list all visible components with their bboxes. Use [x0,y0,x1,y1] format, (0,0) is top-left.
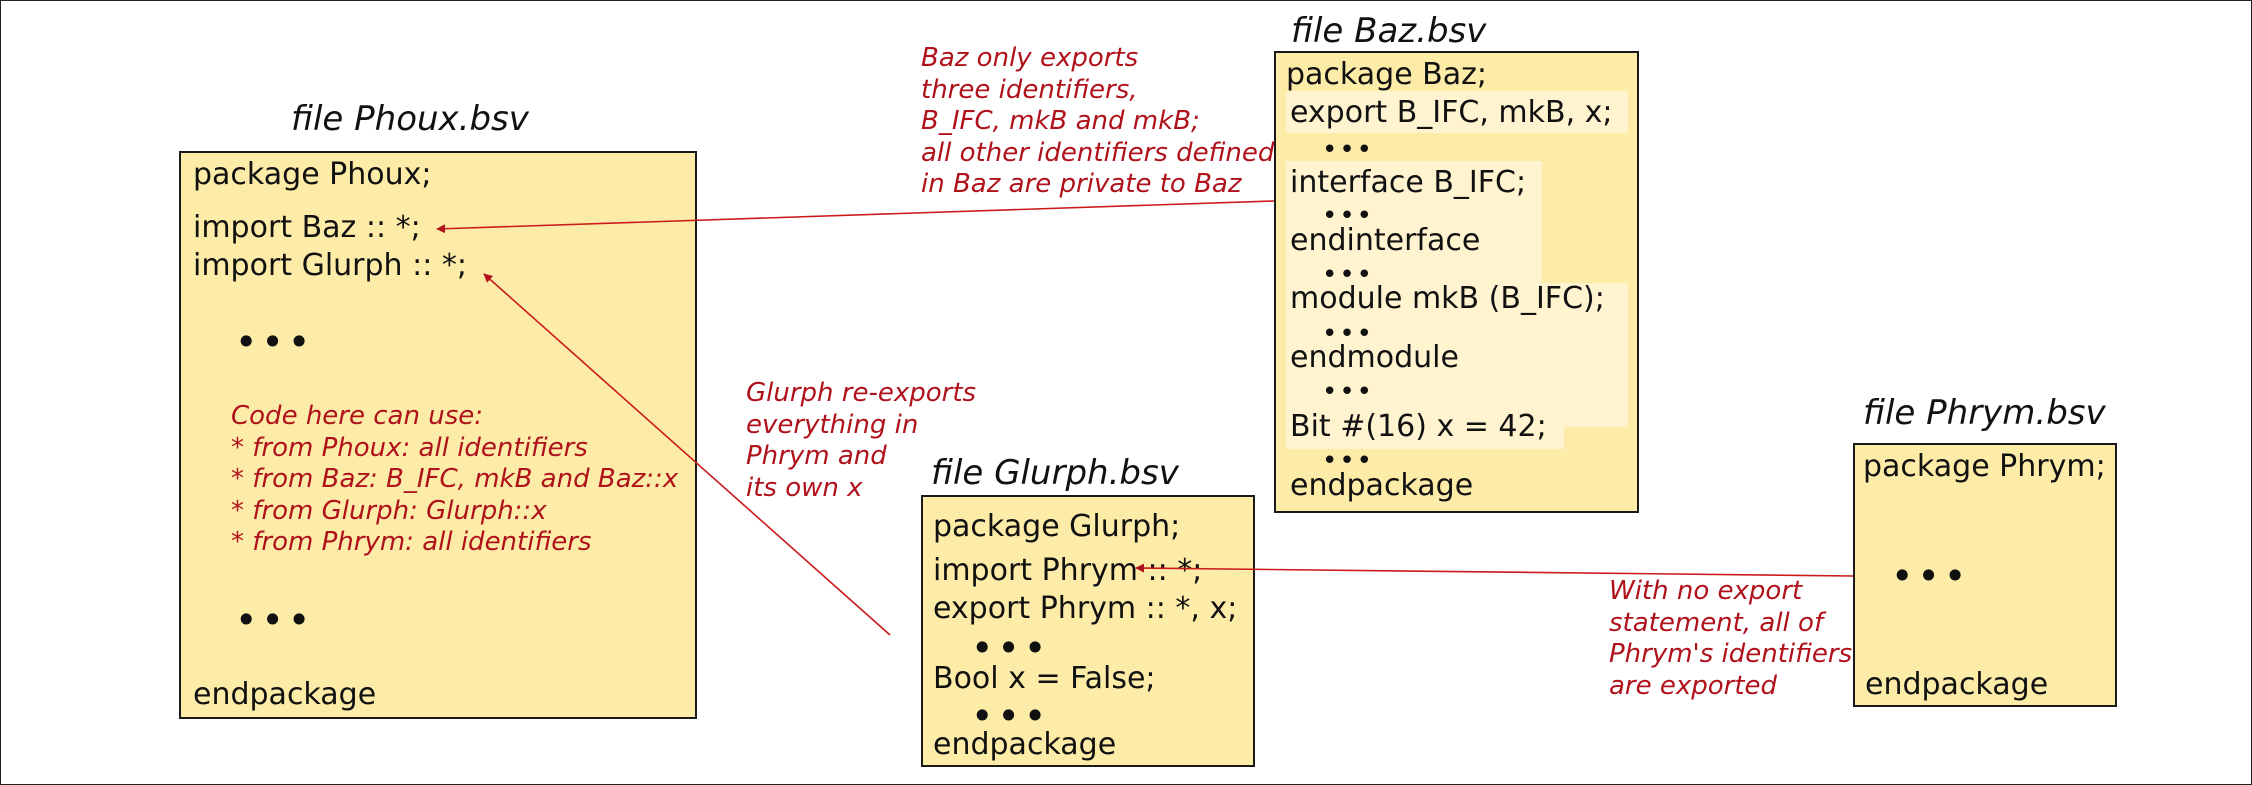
baz-package-line: package Baz; [1286,57,1488,92]
phrym-file-title: file Phrym.bsv [1863,393,2106,433]
bit-highlight [1286,407,1564,449]
glurph-export-line: export Phrym :: *, x; [933,591,1238,626]
baz-endpackage: endpackage [1290,468,1474,503]
comment-line: * from Glurph: Glurph::x [231,495,547,526]
glurph-reexports-annotation: Glurph re-exports everything in Phrym an… [746,378,976,504]
baz-file-title: file Baz.bsv [1291,11,1487,51]
annotation-line: Glurph re-exports [746,378,977,408]
export-highlight [1286,91,1628,133]
baz-export-line: export B_IFC, mkB, x; [1290,95,1613,130]
baz-endmodule-line: endmodule [1290,340,1459,375]
ellipsis-icon: ••• [1891,554,1971,598]
baz-exports-annotation: Baz only exports three identifiers, B_IF… [921,43,1274,201]
glurph-file-title: file Glurph.bsv [931,453,1179,493]
phoux-import-glurph: import Glurph :: *; [193,248,467,283]
phoux-file-title: file Phoux.bsv [291,99,529,139]
phrym-package-box: package Phrym; ••• endpackage [1853,443,2117,707]
module-highlight [1286,283,1628,427]
baz-bit-line: Bit #(16) x = 42; [1290,409,1547,444]
phrym-endpackage: endpackage [1865,667,2049,702]
glurph-import-phrym: import Phrym :: *; [933,553,1203,588]
phrym-to-glurph-arrow [1135,563,1854,577]
ellipsis-icon: ••• [1322,319,1375,349]
comment-line: * from Baz: B_IFC, mkB and Baz::x [231,464,679,494]
glurph-to-phoux-arrow [483,273,891,636]
phoux-import-baz: import Baz :: *; [193,210,421,245]
baz-to-phoux-arrow [436,200,1275,234]
glurph-endpackage: endpackage [933,727,1117,762]
baz-module-line: module mkB (B_IFC); [1290,281,1605,316]
annotation-line: in Baz are private to Baz [921,169,1242,199]
annotation-line: Phrym's identifiers [1609,639,1853,669]
annotation-line: Baz only exports [921,43,1139,73]
annotation-line: With no export [1609,576,1803,606]
ellipsis-icon: ••• [235,598,315,642]
ellipsis-icon: ••• [1322,135,1375,165]
ellipsis-icon: ••• [971,694,1051,738]
ellipsis-icon: ••• [1322,377,1375,407]
phrym-no-export-annotation: With no export statement, all of Phrym's… [1609,576,1852,702]
phrym-package-line: package Phrym; [1863,449,2106,484]
comment-line: Code here can use: [231,401,484,431]
ellipsis-icon: ••• [235,320,315,364]
annotation-line: are exported [1609,670,1778,701]
phoux-visibility-comment: Code here can use: * from Phoux: all ide… [231,401,678,559]
ellipsis-icon: ••• [1322,260,1375,290]
interface-highlight [1286,161,1542,305]
comment-line: * from Phrym: all identifiers [231,527,592,557]
annotation-line: its own x [746,472,863,503]
glurph-bool-line: Bool x = False; [933,661,1156,696]
annotation-line: Phrym and [746,441,887,471]
phoux-package-box: package Phoux; import Baz :: *; import G… [179,151,697,719]
annotation-line: all other identifiers defined [921,137,1275,168]
annotation-line: three identifiers, [921,74,1138,105]
ellipsis-icon: ••• [971,626,1051,670]
baz-package-box: package Baz; export B_IFC, mkB, x; ••• i… [1274,51,1639,513]
annotation-line: statement, all of [1609,607,1824,638]
baz-interface-line: interface B_IFC; [1290,165,1527,200]
phoux-endpackage: endpackage [193,677,377,712]
baz-endinterface-line: endinterface [1290,223,1481,258]
annotation-line: B_IFC, mkB and mkB; [921,106,1200,136]
glurph-package-box: package Glurph; import Phrym :: *; expor… [921,495,1255,767]
glurph-package-line: package Glurph; [933,509,1181,544]
annotation-line: everything in [746,409,919,440]
ellipsis-icon: ••• [1322,201,1375,231]
ellipsis-icon: ••• [1322,446,1375,476]
phoux-package-line: package Phoux; [193,157,432,192]
comment-line: * from Phoux: all identifiers [231,432,588,463]
